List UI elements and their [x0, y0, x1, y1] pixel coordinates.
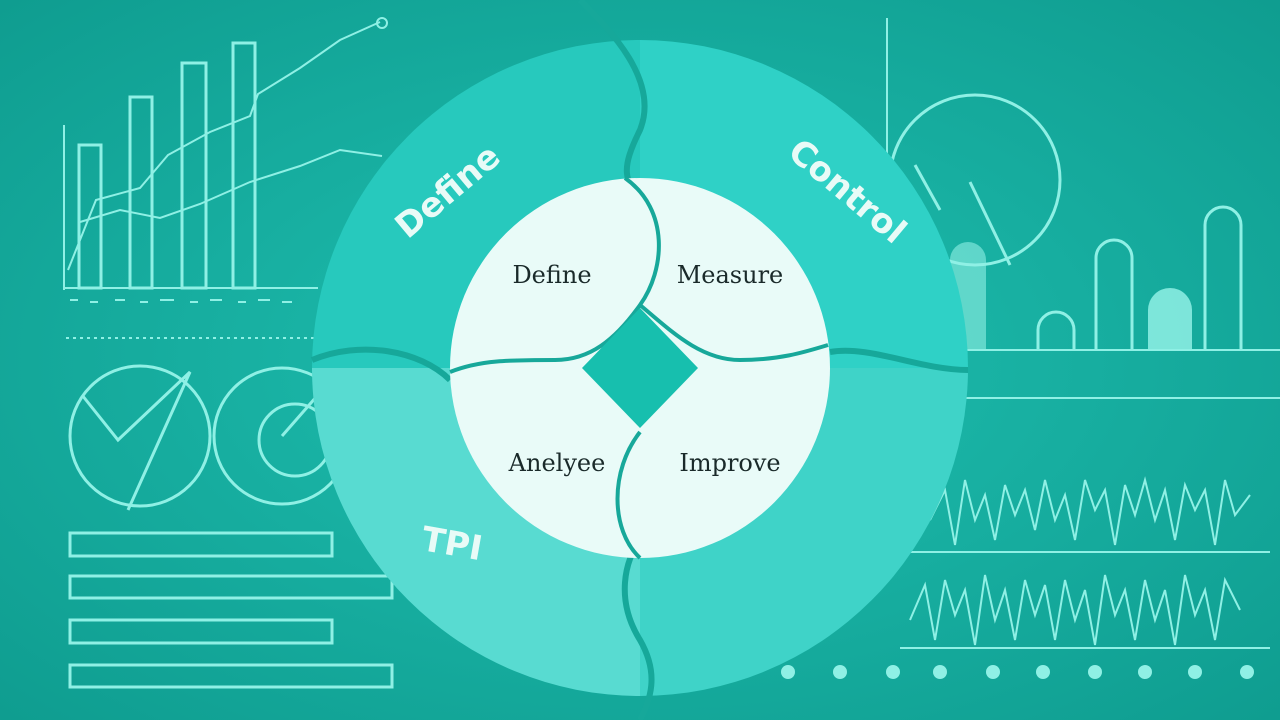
segment-seams — [310, 0, 969, 720]
inner-puzzle-circle — [449, 176, 830, 560]
waveform-chart-icon — [900, 476, 1270, 649]
dot-row — [781, 665, 1254, 679]
rounded-bar-chart-icon — [1036, 205, 1243, 350]
inner-label-measure: Measure — [677, 261, 784, 289]
trend-line-icon — [67, 17, 388, 271]
horizontal-bar-chart-icon — [68, 531, 394, 689]
left-decorative-charts — [63, 17, 394, 689]
center-gem — [582, 308, 698, 428]
dmaic-ring: Define Control TPI Define Measure Anelye… — [310, 0, 969, 720]
inner-label-improve: Improve — [679, 449, 780, 477]
inner-label-define: Define — [512, 261, 591, 289]
inner-label-analyze: Anelyee — [508, 449, 606, 477]
